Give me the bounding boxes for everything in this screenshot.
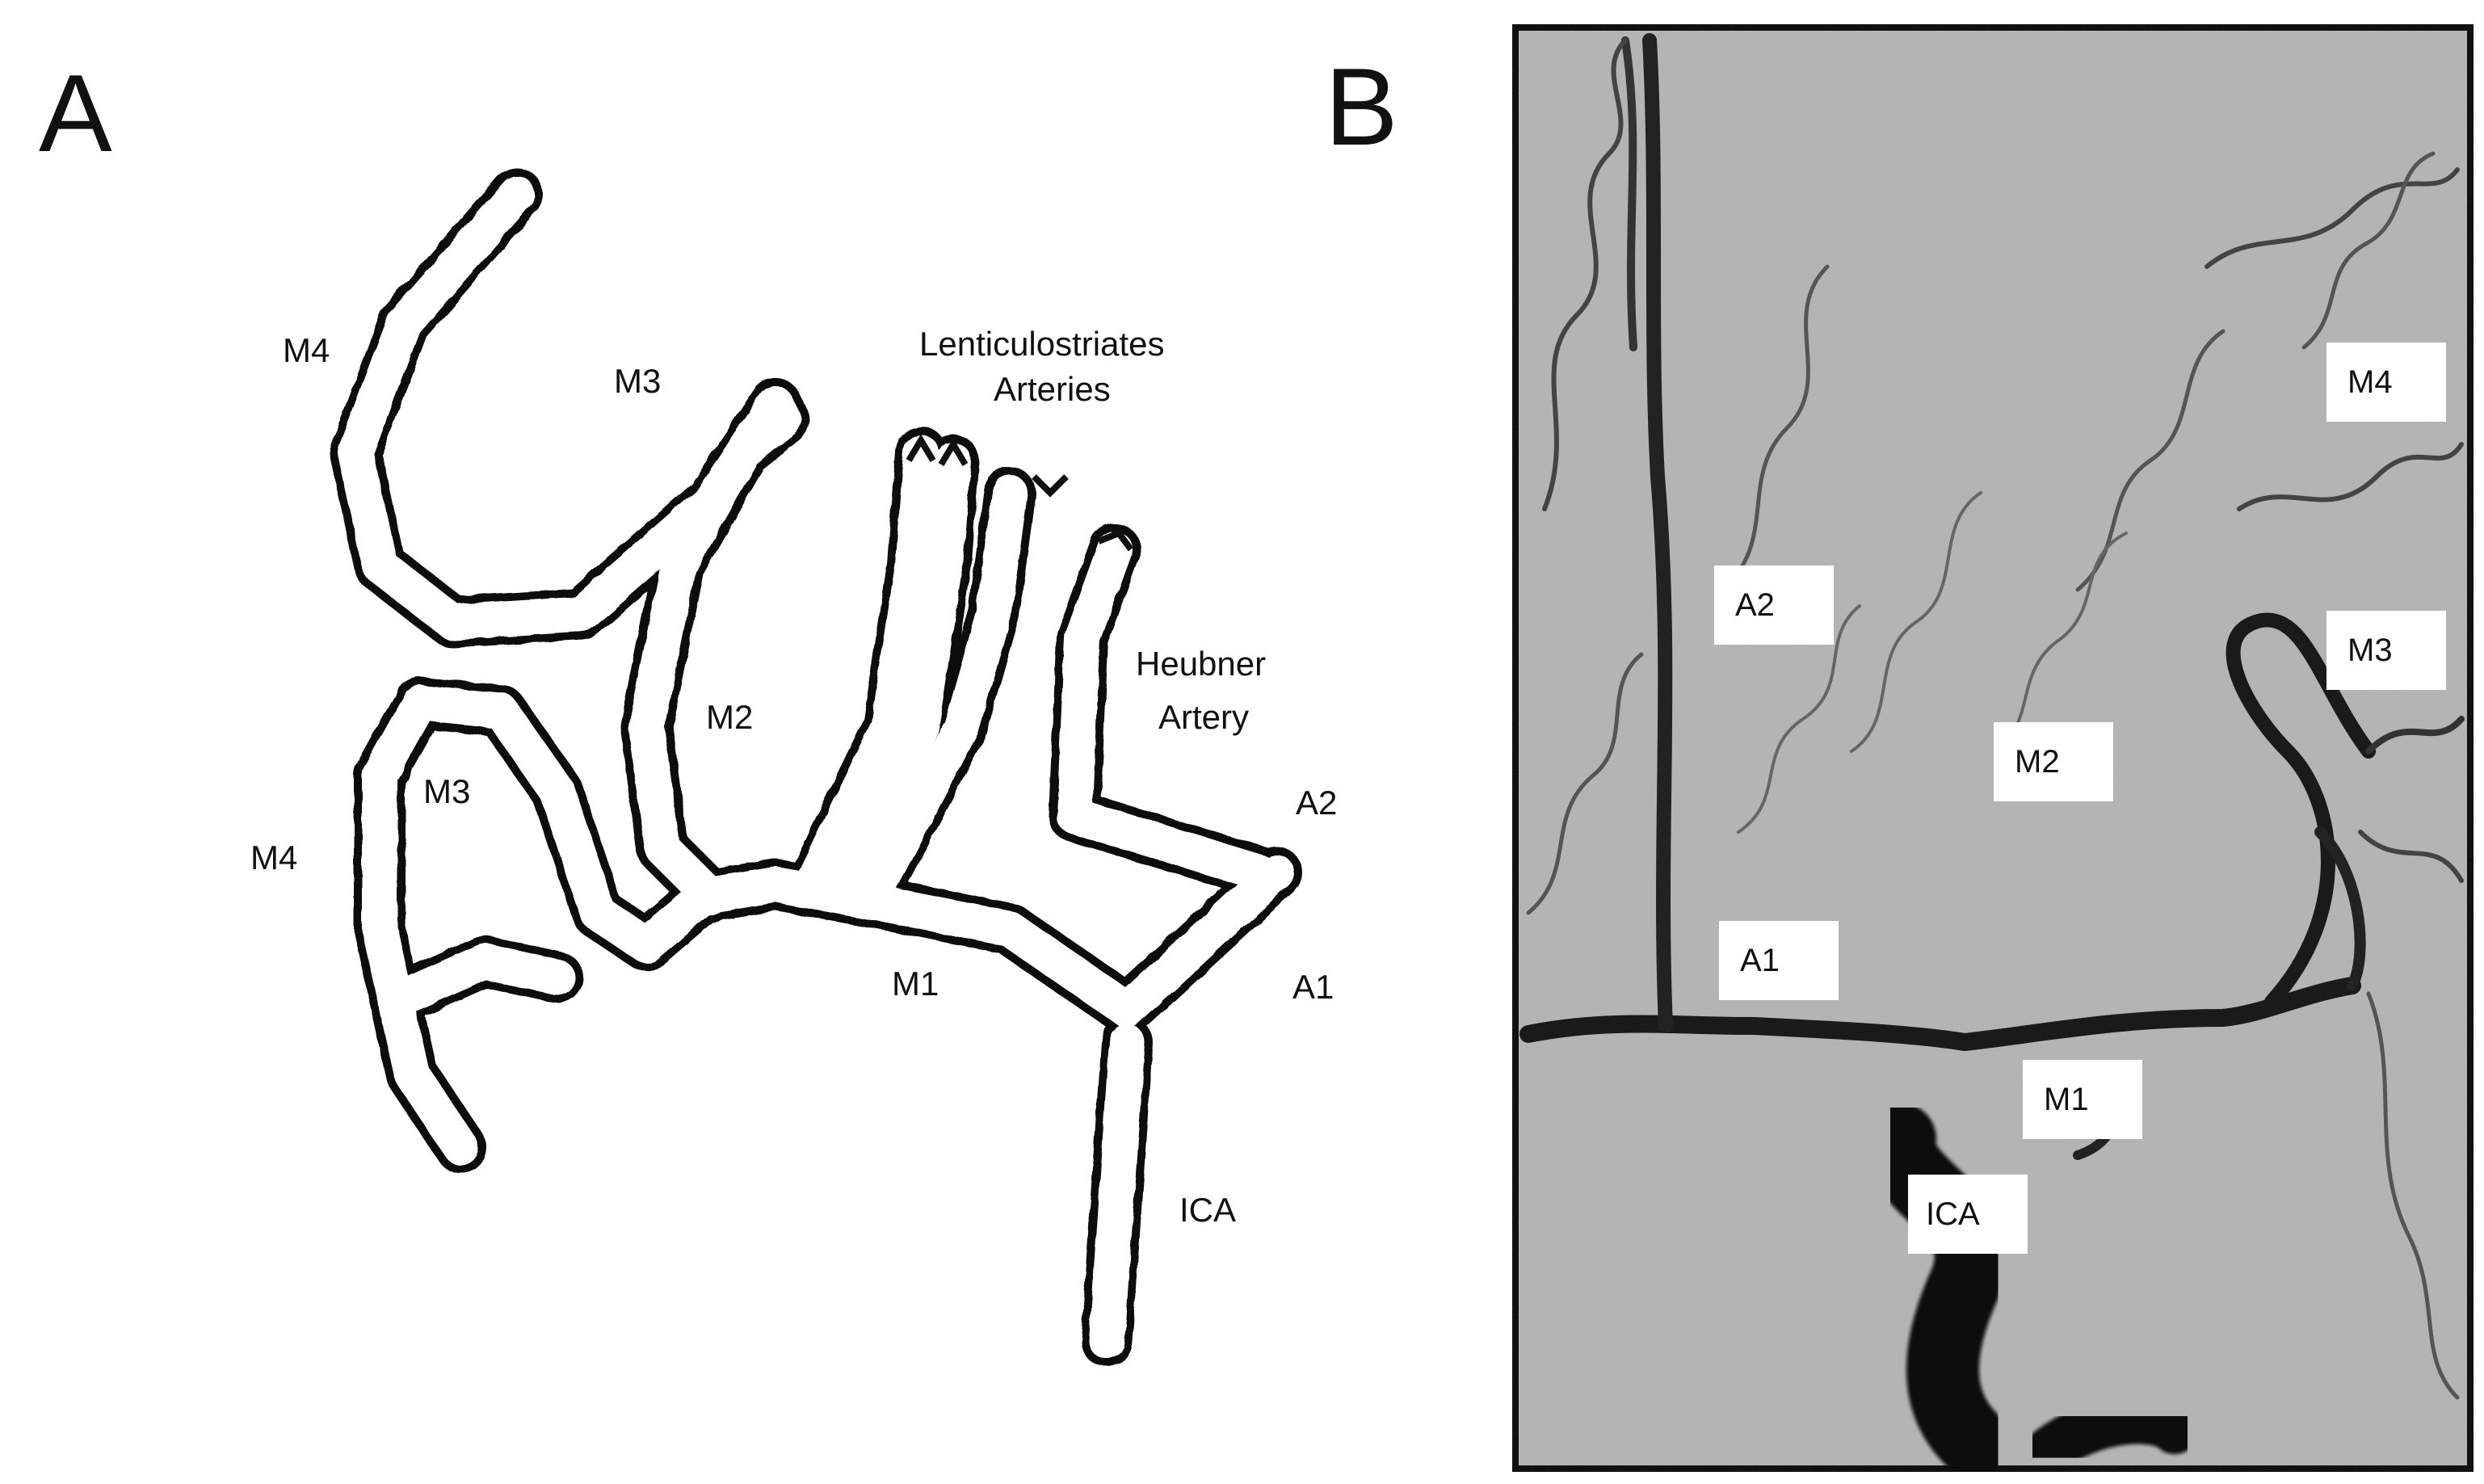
label-m2: M2 bbox=[706, 698, 753, 736]
label-heubner-line2: Artery bbox=[1158, 698, 1249, 736]
panel-b-letter: B bbox=[1325, 45, 1398, 168]
svg-text:M4: M4 bbox=[2347, 364, 2393, 400]
label-m3-lower: M3 bbox=[423, 772, 470, 810]
label-lenticulostriate-line1: Lenticulostriates bbox=[919, 325, 1165, 363]
panel-b-angiogram: M4 A2 M3 M2 A1 M1 ICA bbox=[1512, 24, 2473, 1472]
ang-label-ica: ICA bbox=[1908, 1175, 2028, 1254]
vessel-outlines bbox=[330, 168, 1302, 1367]
label-a2: A2 bbox=[1296, 784, 1337, 822]
svg-text:M1: M1 bbox=[2044, 1082, 2089, 1117]
ang-label-a2: A2 bbox=[1714, 565, 1834, 645]
svg-text:A1: A1 bbox=[1740, 943, 1780, 978]
label-m4-lower: M4 bbox=[250, 839, 297, 877]
vessel-tips bbox=[906, 434, 1134, 552]
label-heubner-line1: Heubner bbox=[1136, 645, 1266, 683]
label-m3-upper: M3 bbox=[614, 362, 661, 400]
ang-label-a1: A1 bbox=[1719, 921, 1839, 1000]
panel-a-letter: A bbox=[39, 52, 112, 174]
ang-label-m3: M3 bbox=[2326, 611, 2446, 690]
svg-text:M3: M3 bbox=[2347, 633, 2393, 668]
ang-label-m1: M1 bbox=[2023, 1060, 2142, 1139]
svg-text:A2: A2 bbox=[1735, 587, 1775, 623]
ang-label-m4: M4 bbox=[2326, 343, 2446, 422]
svg-text:ICA: ICA bbox=[1926, 1196, 1980, 1232]
label-lenticulostriate-line2: Arteries bbox=[994, 370, 1111, 408]
vessel-lumens bbox=[338, 176, 1294, 1359]
label-m1: M1 bbox=[892, 965, 939, 1003]
ang-label-m2: M2 bbox=[1994, 722, 2113, 801]
panel-a-drawing: M4 M3 Lenticulostriates Arteries Heubner… bbox=[250, 168, 1337, 1367]
label-ica: ICA bbox=[1179, 1191, 1236, 1229]
svg-text:M2: M2 bbox=[2015, 744, 2060, 780]
label-a1: A1 bbox=[1292, 968, 1334, 1006]
label-m4-upper: M4 bbox=[283, 331, 330, 369]
